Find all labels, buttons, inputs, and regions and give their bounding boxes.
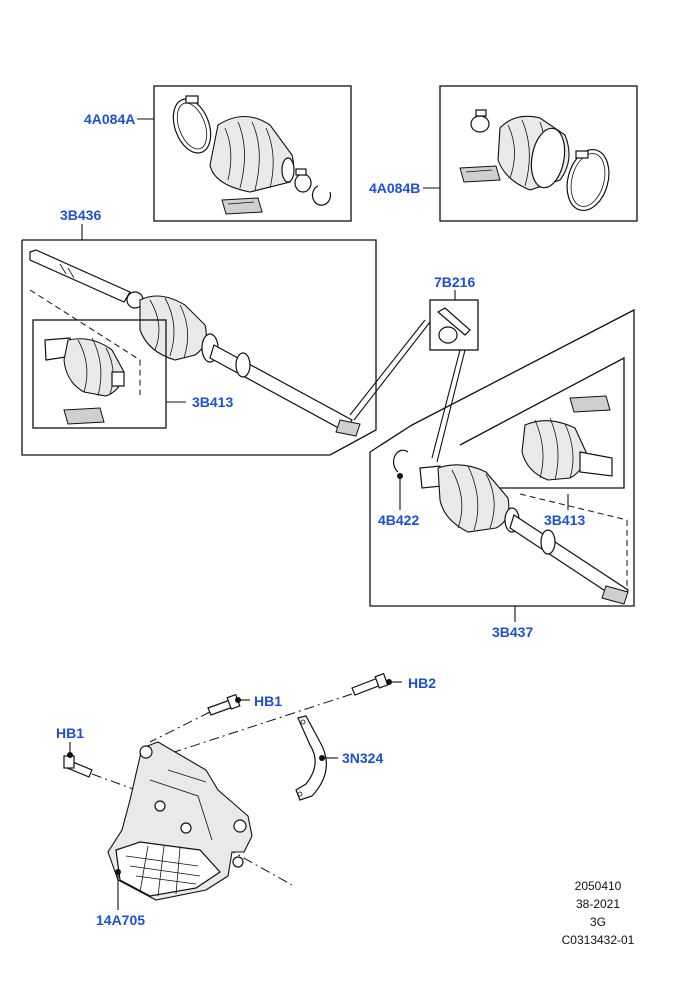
boot-kit-b-group — [423, 85, 638, 222]
small-clamp-icon — [294, 173, 312, 193]
clamp-strap-icon — [295, 715, 327, 801]
halfshaft-left-frame — [21, 239, 377, 456]
inner-cv-joint-right-icon — [437, 464, 510, 533]
o-ring-icon — [438, 326, 458, 344]
circlip-icon — [311, 185, 332, 206]
outer-cv-stub-right-icon — [579, 451, 613, 477]
callout-dots — [67, 473, 403, 875]
grease-sachet-icon — [221, 197, 263, 215]
intermediate-shaft-icon — [29, 249, 131, 303]
drawing-reference-block: 2050410 38-2021 3G C0313432-01 — [562, 879, 635, 947]
cv-boot-icon — [209, 115, 295, 193]
splined-end-icon — [335, 419, 361, 437]
boot-b-mouth-icon — [530, 127, 566, 189]
callout-7b216[interactable]: 7B216 — [434, 274, 475, 290]
reference-line-2: 38-2021 — [576, 897, 620, 911]
boot-kit-a-frame — [153, 85, 352, 222]
bracket-assembly-group — [63, 672, 402, 910]
callout-4b422[interactable]: 4B422 — [378, 512, 419, 528]
callout-hb2[interactable]: HB2 — [408, 675, 436, 691]
small-clamp-b-icon — [470, 115, 490, 133]
bolt-kit-frame — [429, 299, 479, 351]
bolt-kit-group — [349, 290, 479, 463]
reference-line-1: 2050410 — [575, 879, 622, 893]
circlip-right-icon — [392, 449, 409, 473]
boot-neck-icon — [281, 157, 295, 183]
callout-3b437[interactable]: 3B437 — [492, 624, 533, 640]
callout-3b413-right[interactable]: 3B413 — [544, 512, 585, 528]
callout-4a084a[interactable]: 4A084A — [84, 111, 135, 127]
large-clamp-icon — [172, 98, 212, 154]
cv-kit-left-frame — [32, 319, 167, 429]
callout-4a084b[interactable]: 4A084B — [369, 180, 420, 196]
damper-ring-icon — [235, 352, 251, 378]
outer-cv-joint-icon — [63, 338, 125, 397]
reference-line-3: 3G — [590, 915, 606, 929]
halfshaft-left-group — [21, 224, 377, 456]
reference-line-4: C0313432-01 — [562, 933, 635, 947]
bolt-icon — [436, 307, 471, 336]
cv-collar-icon — [111, 371, 125, 387]
boot-kit-b-frame — [439, 85, 638, 222]
callout-3b413-left[interactable]: 3B413 — [192, 394, 233, 410]
drive-shaft-bar-icon — [209, 344, 353, 433]
halfshaft-right-frame — [369, 308, 635, 607]
cv-kit-right-dash — [519, 493, 628, 590]
boot-kit-a-group — [137, 85, 352, 222]
grease-sachet-right-icon — [569, 395, 611, 413]
grease-sachet-left-icon — [63, 407, 105, 425]
callout-hb1-left[interactable]: HB1 — [56, 725, 84, 741]
halfshaft-right-group — [369, 308, 635, 622]
callout-3b436[interactable]: 3B436 — [60, 207, 101, 223]
clamp-buckle-icon — [185, 95, 199, 104]
callout-3n324[interactable]: 3N324 — [342, 750, 383, 766]
callout-hb1-top[interactable]: HB1 — [254, 693, 282, 709]
callout-14a705[interactable]: 14A705 — [96, 912, 145, 928]
cv-kit-left-dash — [29, 289, 141, 395]
inner-cv-joint-icon — [139, 295, 207, 361]
cv-kit-right-frame — [459, 356, 625, 489]
grease-sachet-b-icon — [459, 165, 501, 183]
